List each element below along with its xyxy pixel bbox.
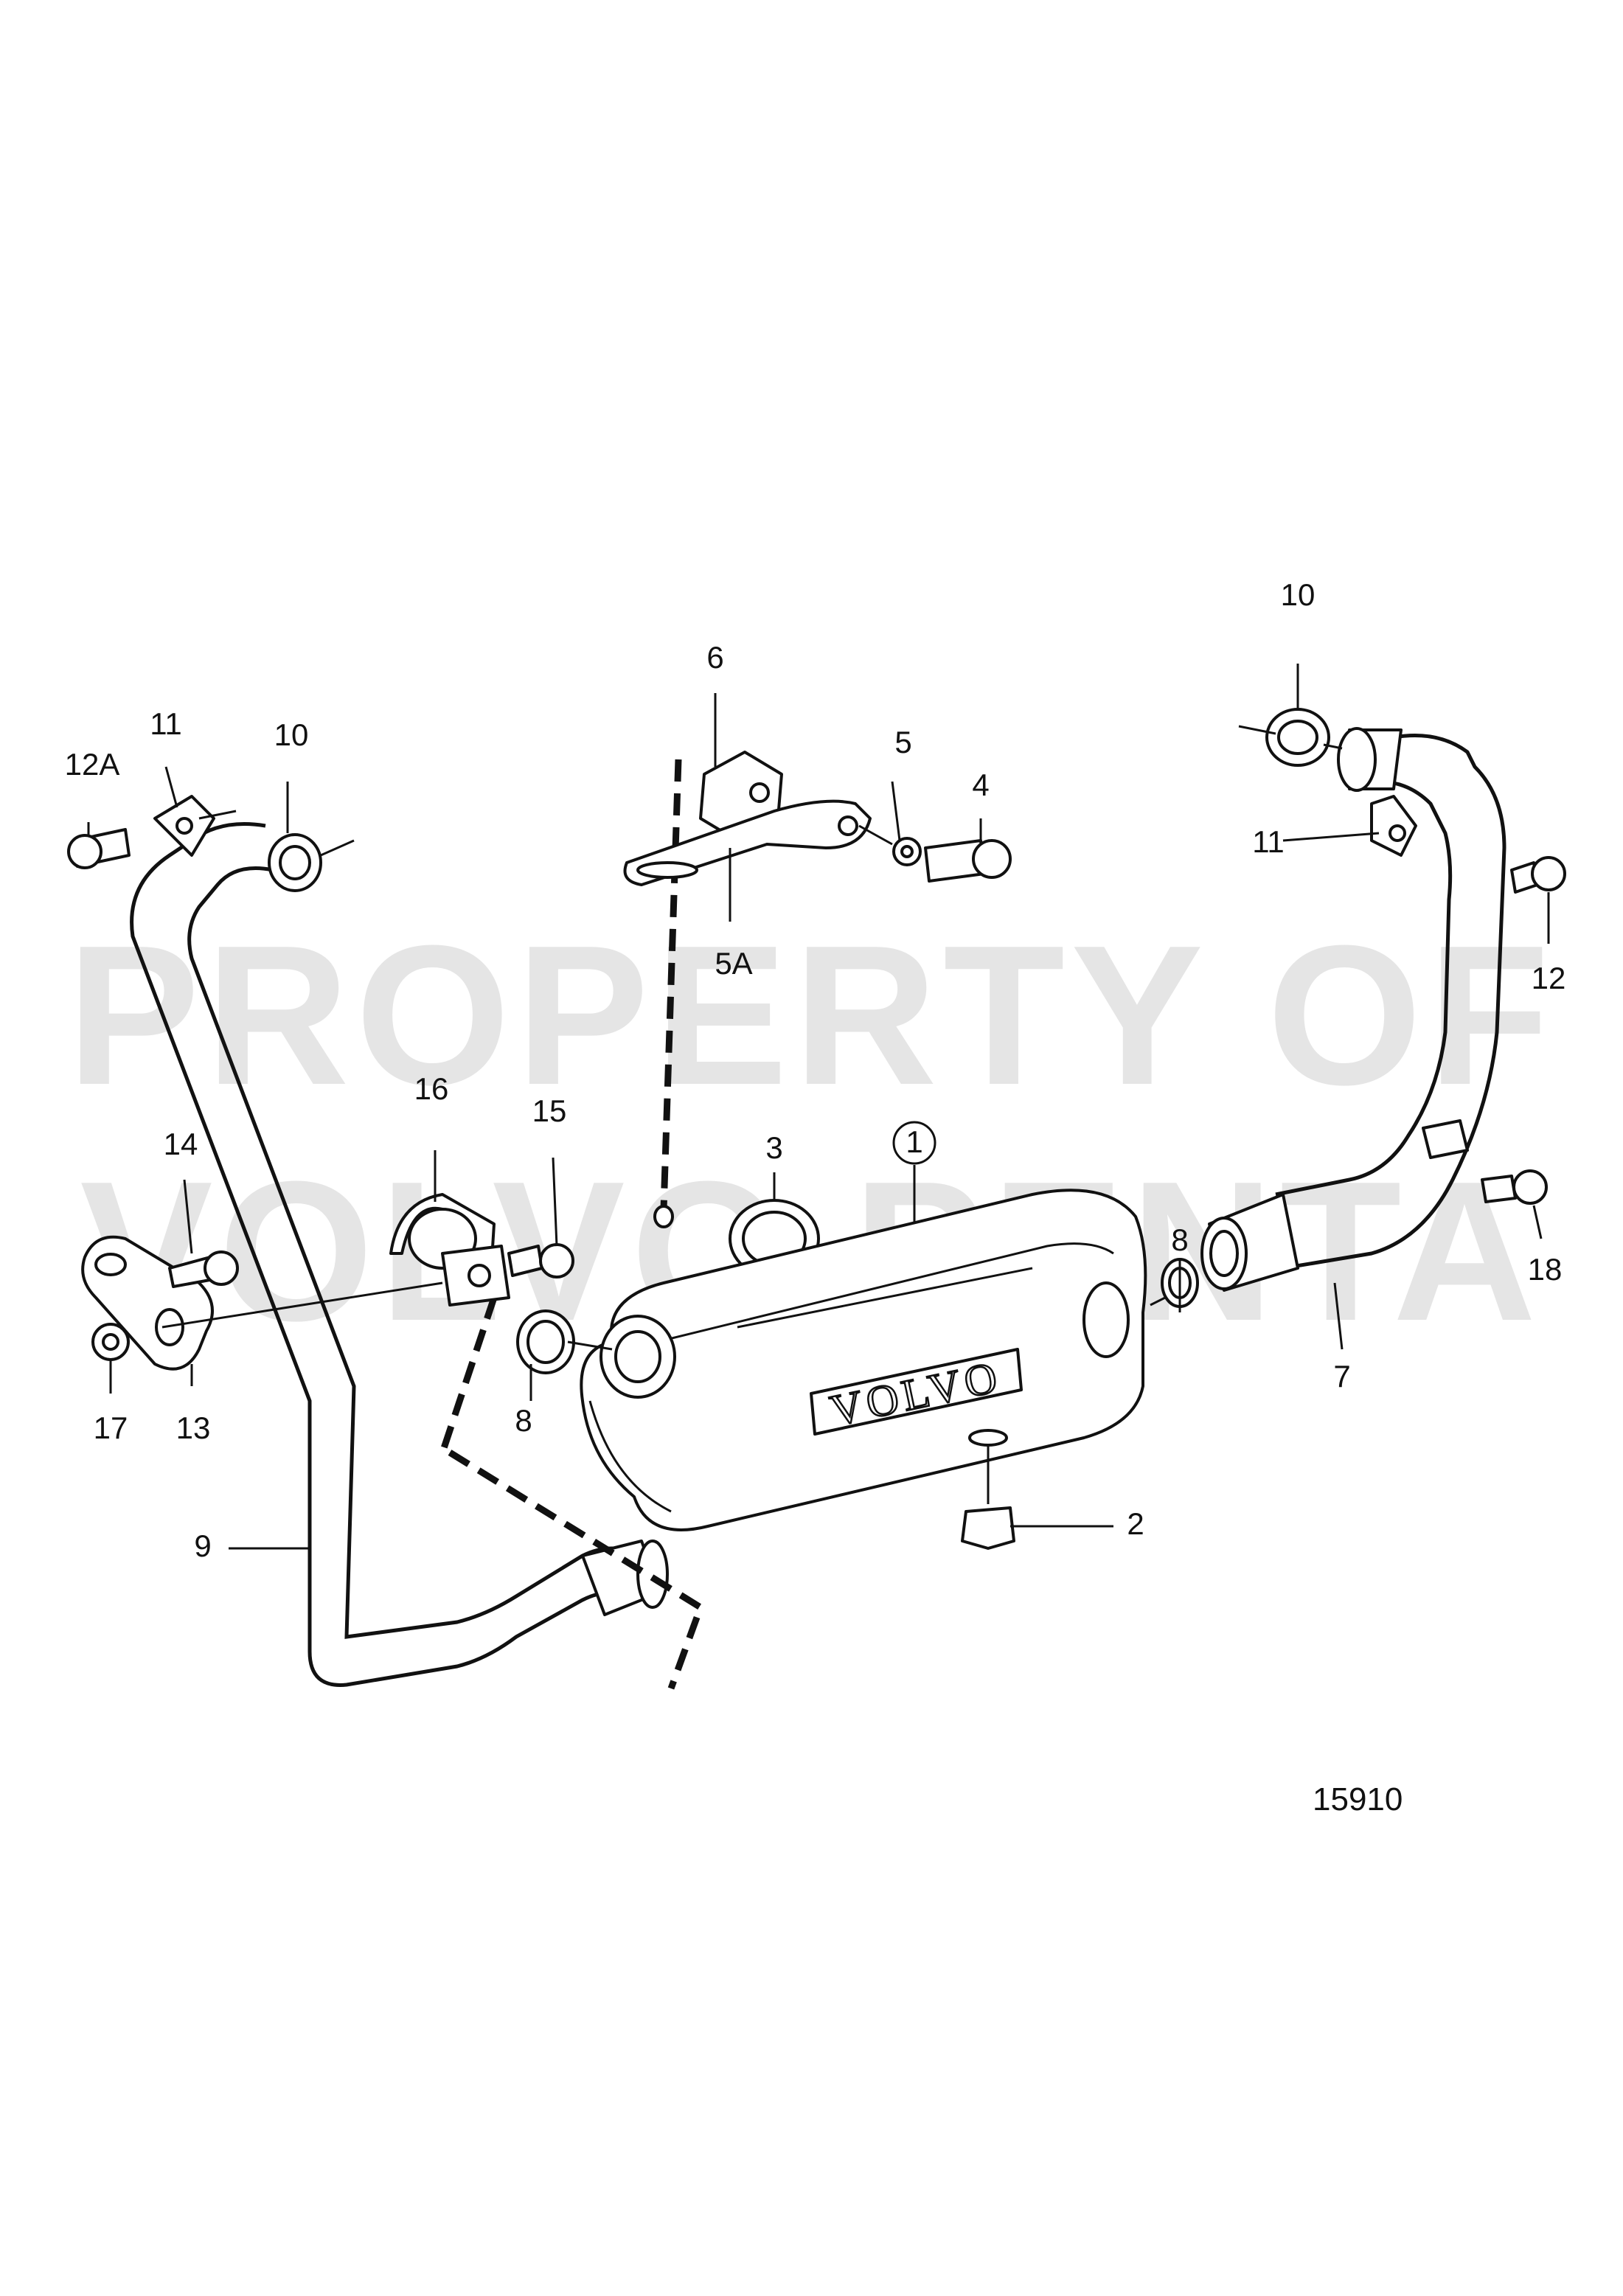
callout-5: 5 [894,725,911,759]
callout-18: 18 [1528,1252,1563,1287]
callout-5a: 5A [715,946,752,981]
screw-15-head [539,1243,574,1279]
cooler-right-port [1082,1281,1130,1358]
callout-11-right: 11 [1252,824,1285,859]
callout-2: 2 [1127,1506,1144,1541]
callout-1: 1 [906,1124,922,1159]
callout-12: 12 [1532,961,1566,995]
callout-6: 6 [706,640,723,675]
screw-12-head [1531,856,1566,891]
dashed-guide-left [439,1296,498,1454]
screw-18-head [1512,1169,1548,1205]
clamp-16 [389,1193,574,1307]
oil-cooler-1: VOLVO [580,1189,1147,1531]
callout-15: 15 [532,1093,567,1128]
callout-3: 3 [765,1130,782,1165]
volvo-plate [810,1348,1023,1436]
callout-16: 16 [414,1071,449,1106]
callout-7: 7 [1333,1359,1350,1394]
callout-10-left: 10 [274,717,309,752]
upper-right-fittings [1238,708,1566,1205]
bolt-4-head [972,839,1012,879]
seal-ring-8-left [516,1309,613,1374]
callout-14: 14 [164,1127,198,1161]
callouts: 1 2 3 4 5 5A 6 7 8 8 9 10 10 11 11 12 12… [65,577,1566,1563]
callout-17: 17 [94,1410,128,1445]
callout-11-left: 11 [150,706,182,741]
drain-plug-2 [961,1429,1113,1550]
upper-left-fittings [67,795,355,892]
watermark-line-1: PROPERTY OF [67,905,1555,1127]
callout-10-right: 10 [1281,577,1316,612]
screw-18-shaft [1481,1175,1517,1203]
dashed-guide-upper [660,759,682,1210]
plate-13 [81,1235,443,1371]
callout-4: 4 [972,768,989,802]
callout-12a: 12A [65,747,120,782]
callout-8-left: 8 [515,1403,532,1438]
upper-bracket-assembly [623,751,1012,1228]
right-oil-pipe [1200,727,1506,1292]
callout-13: 13 [176,1410,211,1445]
callout-1-circle [892,1121,936,1165]
figure-number: 15910 [1313,1781,1403,1817]
dashed-guide-bottom [448,1450,705,1690]
callout-8-right: 8 [1171,1222,1188,1257]
callout-9: 9 [194,1528,211,1563]
leader-lines [87,664,1550,1550]
